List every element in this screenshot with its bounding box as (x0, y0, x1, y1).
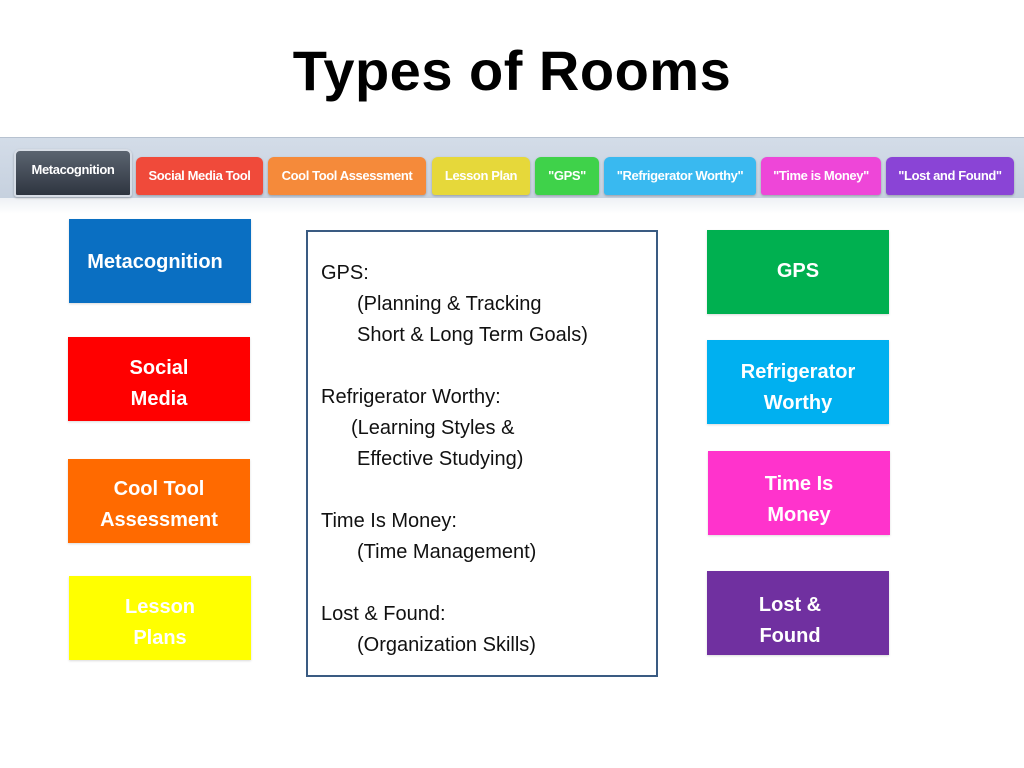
box-metacognition: Metacognition (69, 219, 251, 303)
gps-desc-line2: Short & Long Term Goals) (357, 324, 588, 346)
tab-strip-shadow (0, 198, 1024, 214)
box-lost-line2: Found (759, 624, 821, 647)
tab-refrigerator-worthy[interactable]: "Refrigerator Worthy" (604, 157, 756, 195)
room-descriptions-panel: GPS: (Planning & Tracking Short & Long T… (306, 230, 658, 677)
box-refrigerator-line1: Refrigerator (740, 360, 856, 383)
box-lesson-plans-line2: Plans (133, 627, 187, 649)
box-time-is-money: Time Is Money (708, 451, 890, 535)
time-heading: Time Is Money: (321, 510, 457, 532)
fridge-desc-line2: Effective Studying) (357, 448, 524, 470)
box-lesson-plans: Lesson Plans (69, 576, 251, 660)
box-refrigerator-worthy: Refrigerator Worthy (707, 340, 889, 424)
tab-time-is-money[interactable]: "Time is Money" (761, 157, 881, 195)
box-social-media: Social Media (68, 337, 250, 421)
box-gps: GPS (707, 230, 889, 314)
fridge-heading: Refrigerator Worthy: (321, 386, 501, 408)
slide-title: Types of Rooms (292, 39, 732, 102)
tab-lesson-plan[interactable]: Lesson Plan (432, 157, 530, 195)
box-cool-tool-line2: Assessment (100, 509, 218, 531)
tab-gps[interactable]: "GPS" (535, 157, 599, 195)
spacer (321, 351, 656, 382)
box-lesson-plans-line1: Lesson (124, 596, 196, 618)
spacer (321, 568, 656, 599)
gps-desc-line1: (Planning & Tracking (357, 293, 542, 315)
box-social-media-line2: Media (130, 388, 188, 410)
lost-desc-line1: (Organization Skills) (357, 634, 536, 656)
lost-heading: Lost & Found: (321, 603, 446, 625)
box-lost-and-found: Lost & Found (707, 571, 889, 655)
box-social-media-line1: Social (129, 357, 189, 379)
box-cool-tool-line1: Cool Tool (113, 478, 205, 500)
tab-lost-and-found[interactable]: "Lost and Found" (886, 157, 1014, 195)
box-metacognition-label: Metacognition (87, 251, 223, 273)
box-time-line2: Money (767, 504, 831, 526)
spacer (321, 475, 656, 506)
box-refrigerator-line2: Worthy (763, 391, 833, 414)
box-gps-label: GPS (776, 260, 820, 282)
gps-heading: GPS: (321, 262, 369, 284)
tab-cool-tool-assessment[interactable]: Cool Tool Assessment (268, 157, 426, 195)
time-desc-line1: (Time Management) (357, 541, 537, 563)
box-time-line1: Time Is (764, 473, 834, 495)
tab-metacognition[interactable]: Metacognition (14, 149, 132, 197)
box-lost-line1: Lost & (758, 593, 822, 616)
tab-social-media-tool[interactable]: Social Media Tool (136, 157, 263, 195)
fridge-desc-line1: (Learning Styles & (351, 417, 515, 439)
box-cool-tool-assessment: Cool Tool Assessment (68, 459, 250, 543)
